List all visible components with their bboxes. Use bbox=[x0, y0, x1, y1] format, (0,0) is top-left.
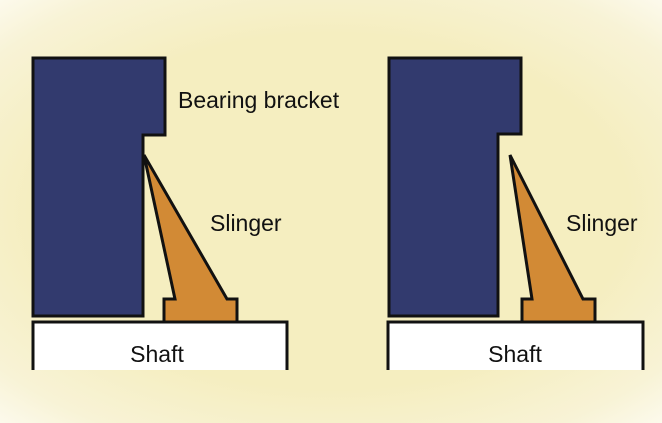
bearing-bracket-left bbox=[31, 56, 167, 318]
right-panel: Slinger Shaft bbox=[386, 56, 645, 370]
shaft-right bbox=[386, 320, 645, 370]
left-panel: Bearing bracket Slinger Shaft bbox=[31, 56, 340, 370]
slinger-label-left: Slinger bbox=[210, 210, 282, 236]
shaft-label-left: Shaft bbox=[130, 341, 184, 367]
slinger-right bbox=[508, 154, 597, 324]
bearing-bracket-right bbox=[387, 56, 523, 318]
slinger-left bbox=[142, 154, 239, 324]
shaft-label-right: Shaft bbox=[488, 341, 542, 367]
shaft-left bbox=[31, 320, 289, 370]
slinger-label-right: Slinger bbox=[566, 210, 638, 236]
bearing-bracket-label: Bearing bracket bbox=[178, 87, 340, 113]
